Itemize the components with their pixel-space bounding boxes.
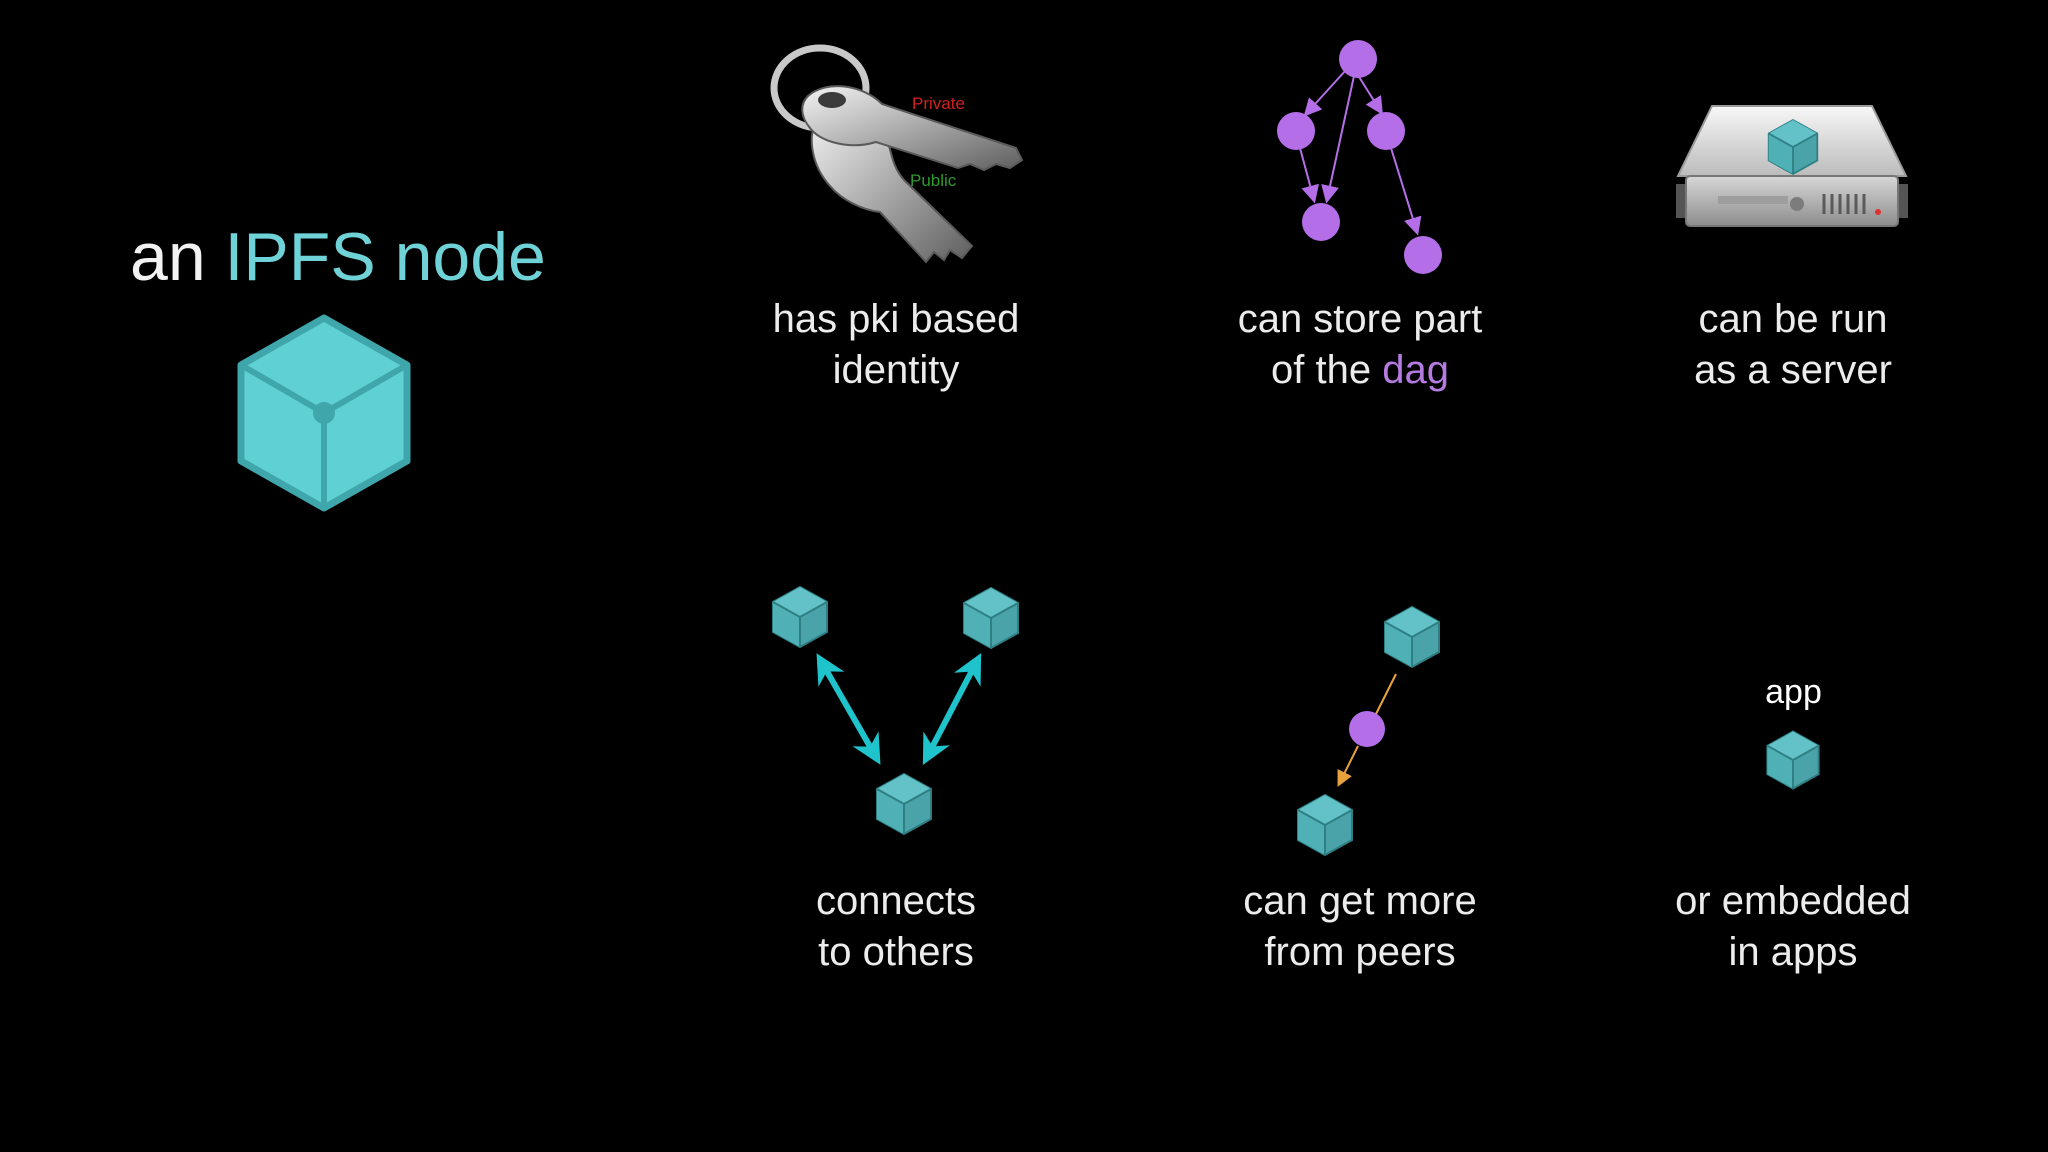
caption-server-line1: can be run	[1698, 297, 1888, 341]
caption-connects: connects to others	[686, 876, 1106, 978]
app-label: app	[1765, 673, 1822, 711]
caption-store-dag-word: dag	[1382, 348, 1449, 392]
caption-embedded-line2: in apps	[1728, 930, 1858, 974]
caption-embedded-line1: or embedded	[1675, 879, 1911, 923]
caption-server-line2: as a server	[1694, 348, 1892, 392]
dag-node	[1404, 236, 1442, 274]
peers-diagram	[1297, 606, 1440, 856]
caption-store-line2-prefix: of the	[1271, 348, 1383, 392]
caption-server: can be run as a server	[1583, 294, 2003, 396]
caption-store-line1: can store part	[1237, 297, 1483, 341]
caption-identity: has pki based identity	[686, 294, 1106, 396]
page-title: an IPFS node	[130, 212, 690, 302]
caption-store-line2: of the dag	[1150, 345, 1570, 396]
title-highlight: IPFS node	[224, 219, 546, 295]
title-prefix: an	[130, 219, 225, 295]
dag-node	[1277, 112, 1315, 150]
server-icon	[1676, 105, 1908, 227]
caption-peers: can get more from peers	[1150, 876, 1570, 978]
ipfs-cube-icon	[237, 314, 411, 512]
caption-peers-line1: can get more	[1243, 879, 1477, 923]
dag-node	[1349, 711, 1385, 747]
key-public-label: Public	[910, 171, 957, 190]
app-cube-icon	[1766, 730, 1820, 790]
peer-cube-icon	[772, 586, 828, 648]
connects-diagram	[772, 586, 1019, 835]
caption-connects-line1: connects	[815, 879, 977, 923]
node-cube-icon	[1297, 794, 1353, 856]
caption-identity-line2: identity	[832, 348, 960, 392]
peer-cube-icon	[963, 587, 1019, 649]
caption-connects-line2: to others	[818, 930, 974, 974]
caption-peers-line2: from peers	[1264, 930, 1456, 974]
dag-diagram	[1277, 40, 1442, 274]
node-cube-icon	[876, 773, 932, 835]
peer-cube-icon	[1384, 606, 1440, 668]
dag-node	[1367, 112, 1405, 150]
dag-node	[1302, 203, 1340, 241]
keys-icon: Private Public	[770, 44, 1024, 264]
key-private-label: Private	[912, 94, 965, 113]
caption-identity-line1: has pki based	[772, 297, 1020, 341]
caption-embedded: or embedded in apps	[1583, 876, 2003, 978]
dag-node	[1339, 40, 1377, 78]
caption-store: can store part of the dag	[1150, 294, 1570, 396]
